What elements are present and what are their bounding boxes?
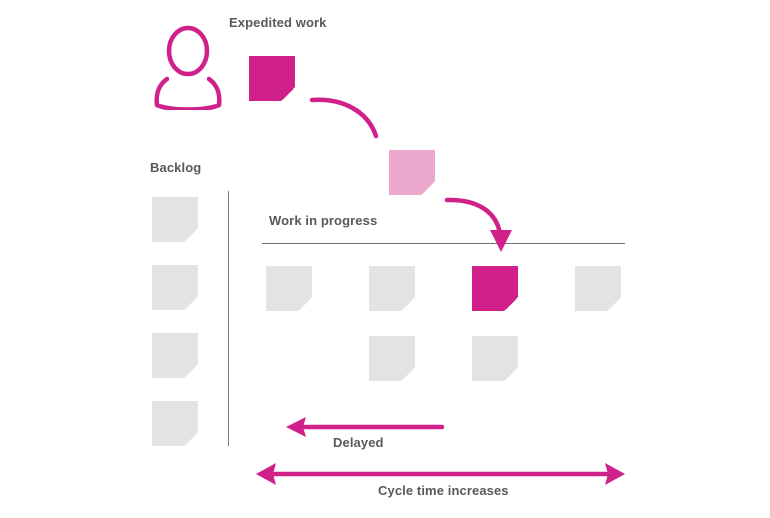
note-expedited-top bbox=[247, 53, 297, 103]
sticky-note-icon bbox=[249, 56, 295, 101]
sticky-note-icon bbox=[369, 336, 415, 381]
label-backlog: Backlog bbox=[150, 160, 202, 175]
note-wip-r1c3 bbox=[470, 263, 520, 313]
sticky-note-icon bbox=[152, 401, 198, 446]
note-wip-r2c2 bbox=[367, 333, 417, 383]
sticky-note-icon bbox=[575, 266, 621, 311]
sticky-note-icon bbox=[472, 266, 518, 311]
arrow-delayed bbox=[286, 417, 445, 437]
label-cycle-time-increases: Cycle time increases bbox=[378, 483, 509, 498]
note-expedited-transit bbox=[387, 147, 437, 197]
note-backlog-1 bbox=[150, 194, 200, 244]
sticky-note-icon bbox=[266, 266, 312, 311]
sticky-note-icon bbox=[152, 197, 198, 242]
arrow-cycle-time bbox=[256, 463, 625, 485]
note-backlog-3 bbox=[150, 330, 200, 380]
sticky-note-icon bbox=[389, 150, 435, 195]
sticky-note-icon bbox=[472, 336, 518, 381]
label-delayed: Delayed bbox=[333, 435, 384, 450]
label-work-in-progress: Work in progress bbox=[269, 213, 378, 228]
note-wip-r1c4 bbox=[573, 263, 623, 313]
curve-transit-to-wip bbox=[444, 197, 512, 252]
note-wip-r1c2 bbox=[367, 263, 417, 313]
work-in-progress-divider bbox=[262, 243, 625, 244]
backlog-column-divider bbox=[228, 191, 229, 446]
note-backlog-4 bbox=[150, 398, 200, 448]
note-wip-r2c3 bbox=[470, 333, 520, 383]
sticky-note-icon bbox=[152, 265, 198, 310]
person-icon bbox=[153, 25, 223, 112]
label-expedited-work: Expedited work bbox=[229, 15, 327, 30]
note-backlog-2 bbox=[150, 262, 200, 312]
sticky-note-icon bbox=[369, 266, 415, 311]
sticky-note-icon bbox=[152, 333, 198, 378]
note-wip-r1c1 bbox=[264, 263, 314, 313]
curve-expedited-to-transit bbox=[309, 97, 379, 139]
